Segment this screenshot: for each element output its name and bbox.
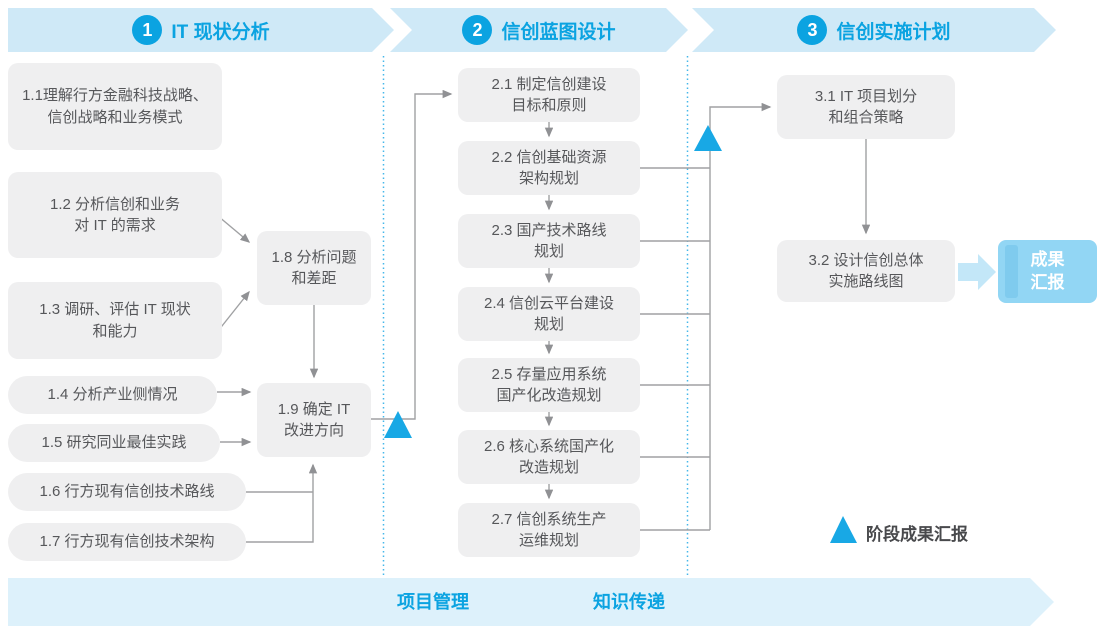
result-box-accent-strip [1005, 245, 1018, 298]
result-line1: 成果 [1030, 249, 1065, 269]
node-1-3-line1: 1.3 调研、评估 IT 现状 [39, 301, 191, 319]
phase-2-number-badge: 2 [462, 15, 492, 45]
node-2-6: 2.6 核心系统国产化 改造规划 [458, 430, 640, 484]
node-2-6-line2: 改造规划 [518, 459, 579, 476]
phase-1-number-badge: 1 [132, 15, 162, 45]
node-3-1-line1: 3.1 IT 项目划分 [814, 87, 918, 105]
node-1-1-line1: 1.1理解行方金融科技战略、 [22, 87, 208, 105]
node-2-2: 2.2 信创基础资源 架构规划 [458, 141, 640, 195]
node-3-2-line2: 实施路线图 [828, 273, 904, 290]
footer-project-management-label: 项目管理 [397, 592, 469, 612]
node-1-7: 1.7 行方现有信创技术架构 [8, 523, 246, 561]
arrow-1-3-to-1-8 [217, 290, 250, 332]
node-2-1-line2: 目标和原则 [511, 97, 587, 114]
phase-2-title: 信创蓝图设计 [501, 21, 616, 43]
node-1-4: 1.4 分析产业侧情况 [8, 376, 217, 414]
node-2-3-line1: 2.3 国产技术路线 [491, 221, 607, 239]
node-1-5-label: 1.5 研究同业最佳实践 [41, 434, 187, 452]
result-line2: 汇报 [1030, 272, 1065, 292]
phase-3-title: 信创实施计划 [836, 21, 951, 43]
node-3-1-line2: 和组合策略 [828, 109, 904, 126]
node-2-4: 2.4 信创云平台建设 规划 [458, 287, 640, 341]
node-2-5: 2.5 存量应用系统 国产化改造规划 [458, 358, 640, 412]
node-2-3: 2.3 国产技术路线 规划 [458, 214, 640, 268]
node-2-3-line2: 规划 [533, 243, 564, 260]
node-1-2-line2: 对 IT 的需求 [74, 217, 156, 234]
node-2-2-line1: 2.2 信创基础资源 [491, 148, 607, 166]
footer-arrow-band [8, 578, 1054, 626]
node-1-1: 1.1理解行方金融科技战略、 信创战略和业务模式 [8, 63, 222, 150]
node-3-2-line1: 3.2 设计信创总体 [808, 251, 924, 269]
node-1-7-label: 1.7 行方现有信创技术架构 [39, 533, 215, 551]
phase-3-number-badge: 3 [797, 15, 827, 45]
node-1-6: 1.6 行方现有信创技术路线 [8, 473, 246, 511]
node-2-7-line1: 2.7 信创系统生产 [491, 510, 607, 528]
arrow-1-2-to-1-8 [217, 215, 251, 243]
block-arrow-3-2-to-result [958, 254, 996, 290]
node-2-1-line1: 2.1 制定信创建设 [491, 75, 607, 93]
node-2-7: 2.7 信创系统生产 运维规划 [458, 503, 640, 557]
node-2-5-line2: 国产化改造规划 [496, 387, 602, 404]
node-1-5: 1.5 研究同业最佳实践 [8, 424, 220, 462]
node-2-2-line2: 架构规划 [518, 170, 579, 187]
node-1-9-line1: 1.9 确定 IT [277, 400, 351, 418]
node-1-9: 1.9 确定 IT 改进方向 [257, 383, 371, 457]
node-3-2: 3.2 设计信创总体 实施路线图 [777, 240, 955, 302]
node-1-9-line2: 改进方向 [283, 422, 344, 439]
node-1-1-line2: 信创战略和业务模式 [47, 108, 183, 126]
result-report-box: 成果 汇报 [998, 240, 1097, 303]
node-2-4-line2: 规划 [533, 316, 564, 333]
node-2-7-line2: 运维规划 [518, 532, 579, 549]
node-1-8-line1: 1.8 分析问题 [271, 248, 357, 266]
legend-triangle-icon [830, 516, 857, 543]
node-2-5-line1: 2.5 存量应用系统 [491, 365, 607, 383]
node-1-8-line2: 和差距 [291, 270, 337, 287]
arrow-1-9-to-2-1 [371, 89, 453, 420]
node-1-6-label: 1.6 行方现有信创技术路线 [39, 483, 215, 501]
node-1-8: 1.8 分析问题 和差距 [257, 231, 371, 305]
node-2-4-line1: 2.4 信创云平台建设 [483, 294, 615, 312]
node-1-4-label: 1.4 分析产业侧情况 [47, 386, 178, 404]
footer-knowledge-transfer-label: 知识传递 [593, 592, 665, 612]
node-2-6-line1: 2.6 核心系统国产化 [483, 437, 615, 455]
node-1-3-line2: 和能力 [92, 322, 138, 340]
arrow-collector-to-3-1 [709, 102, 772, 530]
phase-banner-1: 1 IT 现状分析 [8, 8, 394, 52]
phase-1-title: IT 现状分析 [171, 21, 270, 43]
phase-banner-3: 3 信创实施计划 [692, 8, 1056, 52]
node-3-1: 3.1 IT 项目划分 和组合策略 [777, 75, 955, 139]
legend-milestone-label: 阶段成果汇报 [866, 525, 968, 544]
node-2-1: 2.1 制定信创建设 目标和原则 [458, 68, 640, 122]
milestone-triangle-phase2-icon [694, 125, 722, 151]
node-1-2: 1.2 分析信创和业务 对 IT 的需求 [8, 172, 222, 258]
node-1-3: 1.3 调研、评估 IT 现状 和能力 [8, 282, 222, 359]
milestone-triangle-phase1-icon [384, 411, 412, 438]
arrow-1-7-to-1-9 [246, 463, 318, 543]
phase-banner-2: 2 信创蓝图设计 [390, 8, 688, 52]
node-1-2-line1: 1.2 分析信创和业务 [49, 195, 181, 213]
